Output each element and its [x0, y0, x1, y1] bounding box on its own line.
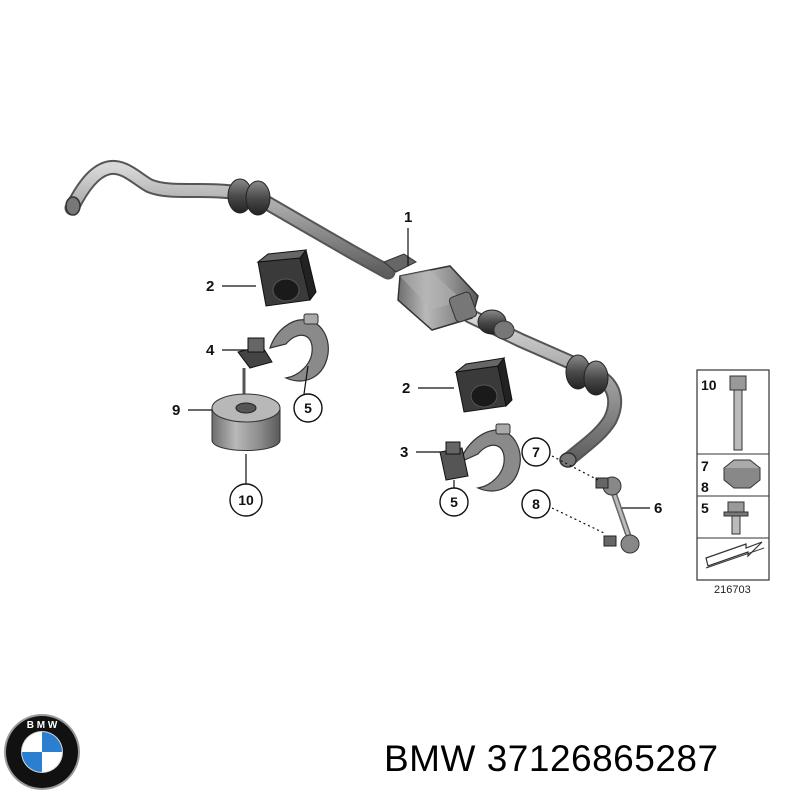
svg-text:7: 7: [532, 444, 540, 460]
svg-text:5: 5: [450, 494, 458, 510]
rubber-mount-right: [454, 356, 513, 413]
legend-item-8: 8: [701, 479, 709, 495]
leader-lines: [188, 228, 650, 535]
legend-item-5: 5: [701, 500, 709, 516]
brand-part-number-caption: BMW 37126865287: [384, 738, 719, 780]
hex-nut-icon: [723, 459, 761, 489]
legend-item-7: 7: [701, 458, 709, 474]
callout-6: 6: [654, 500, 662, 517]
callout-7-circled: 7: [521, 437, 551, 467]
bmw-logo: B M W: [4, 714, 80, 790]
svg-text:10: 10: [238, 492, 254, 508]
callout-5-right: 5: [439, 487, 469, 517]
bracket-left: [269, 313, 329, 382]
callout-1: 1: [404, 209, 412, 226]
round-mount: [211, 368, 281, 451]
caption-part-number: 37126865287: [486, 738, 719, 779]
svg-text:B M W: B M W: [27, 720, 58, 731]
callout-10-circled: 10: [229, 483, 263, 517]
bracket-right: [439, 423, 521, 492]
caption-brand: BMW: [384, 738, 476, 779]
fastener-legend: 10 7 8 5: [696, 369, 770, 581]
callout-3: 3: [400, 444, 408, 461]
svg-text:5: 5: [304, 400, 312, 416]
direction-arrow-icon: [705, 541, 765, 569]
callout-5-left: 5: [293, 393, 323, 423]
legend-item-10: 10: [701, 377, 717, 393]
stabilizer-bar: [64, 159, 623, 468]
actuator-housing: [383, 253, 515, 340]
callout-2-left: 2: [206, 278, 214, 295]
callout-9: 9: [172, 402, 180, 419]
drawing-number: 216703: [714, 584, 751, 596]
rubber-mount-left: [256, 248, 317, 307]
flange-bolt-icon: [723, 501, 749, 535]
svg-text:8: 8: [532, 496, 540, 512]
callout-8-circled: 8: [521, 489, 551, 519]
bracket-shim: [237, 337, 273, 369]
link-rod: [595, 476, 640, 554]
hex-bolt-icon: [729, 375, 747, 451]
callout-2-right: 2: [402, 380, 410, 397]
callout-4: 4: [206, 342, 215, 359]
